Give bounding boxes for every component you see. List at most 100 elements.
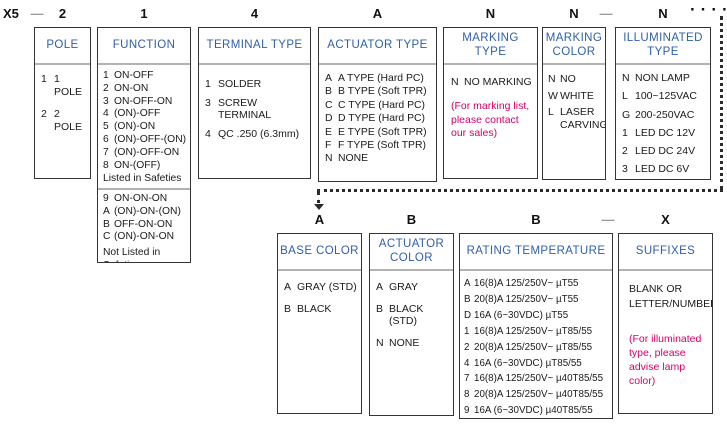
option-code: 8 — [103, 159, 109, 171]
option-label: E TYPE (Soft TPR) — [338, 126, 427, 138]
suffixes-content: BLANK OR LETTER/NUMBER (For illuminated … — [619, 271, 712, 413]
option-label: GRAY — [389, 281, 418, 293]
connector-dotted-vertical-right — [720, 16, 723, 190]
option-row: B BLACK — [284, 303, 359, 316]
option-label: B TYPE (Soft TPR) — [338, 86, 427, 98]
option-label: (ON)-ON-(ON) — [114, 205, 181, 217]
code-suffixes: X — [661, 212, 670, 227]
option-code: 1 — [103, 70, 109, 81]
option-label: (ON)-OFF — [114, 108, 161, 120]
option-row: D D TYPE (Hard PC) — [325, 112, 434, 125]
option-label: BLACK (STD) — [389, 302, 424, 328]
actuator-color-box: ACTUATOR COLOR A GRAY B BLACK (STD) N NO… — [369, 233, 454, 416]
down-arrow-icon — [314, 204, 324, 210]
option-code: D — [464, 309, 472, 321]
option-code: 2 — [41, 108, 47, 120]
function-box: FUNCTION 1 ON-OFF 2 ON-ON 3 — [97, 27, 191, 263]
option-label: D TYPE (Hard PC) — [338, 113, 425, 125]
option-row: L 100~125VAC — [622, 90, 708, 102]
code-actuator-type: A — [372, 6, 383, 21]
option-code: C — [325, 99, 333, 111]
actuator-type-options: A A TYPE (Hard PC) B B TYPE (Soft TPR) C… — [319, 65, 436, 181]
marking-type-title: MARKING TYPE — [444, 28, 537, 65]
option-code: 1 — [622, 126, 628, 139]
terminal-type-options: 1 SOLDER 3 SCREW TERMINAL 4 QC .250 (6.3… — [199, 65, 310, 178]
option-row: 7 16(8)A 125/250V~ µ40T85/55 — [464, 371, 611, 387]
option-code: L — [622, 90, 628, 103]
option-code: N — [451, 76, 459, 88]
option-row: B 20(8)A 125/250V~ µT55 — [464, 292, 611, 308]
not-listed-in-safeties-note: Not Listed in Safeties — [103, 247, 161, 262]
option-label: OFF-ON-ON — [114, 218, 173, 230]
option-label: A TYPE (Hard PC) — [338, 73, 424, 84]
option-row: A GRAY (STD) — [284, 281, 359, 294]
option-label: 16(8)A 125/250V~ µ40T85/55 — [474, 373, 604, 385]
option-code: N — [325, 153, 333, 165]
series-prefix: X5 — [3, 6, 19, 21]
option-label: 100~125VAC — [635, 90, 697, 103]
option-row: D 16A (6~30VDC) µT55 — [464, 308, 611, 324]
function-options-not-listed: 9 ON-ON-ON A (ON)-ON-(ON) B OFF-ON-ON — [103, 193, 188, 244]
code-dash-separator: — — [599, 6, 613, 21]
option-row: A (ON)-ON-(ON) — [103, 206, 188, 219]
function-options: 1 ON-OFF 2 ON-ON 3 ON-OFF-ON 4 — [98, 65, 190, 262]
code-function: 1 — [140, 6, 148, 21]
option-row: 3 ON-OFF-ON — [103, 96, 188, 109]
option-label: 16(8)A 125/250V~ µT55 — [474, 278, 579, 289]
marking-color-title: MARKING COLOR — [543, 28, 605, 65]
option-row: 1 LED DC 12V — [622, 127, 708, 139]
option-row: 8 ON-(OFF) — [103, 160, 188, 173]
option-row: N NONE — [325, 152, 434, 165]
option-code: B — [284, 302, 292, 315]
option-row: B BLACK (STD) — [376, 303, 451, 328]
option-row: C (ON)-ON-ON — [103, 231, 188, 244]
option-code: 9 — [464, 405, 470, 417]
code-dash-separator: — — [601, 212, 615, 227]
option-label: 20(8)A 125/250V~ µ40T85/55 — [474, 389, 604, 401]
option-row: B OFF-ON-ON — [103, 219, 188, 232]
option-row: 1 ON-OFF — [103, 70, 188, 83]
option-label: ON-OFF — [114, 70, 154, 81]
option-row: 4 16A (6~30VDC) µT85/55 — [464, 356, 611, 372]
option-label: 16A (6~30VDC) µT85/55 — [474, 357, 582, 369]
option-label: (ON)-OFF-(ON) — [114, 133, 187, 145]
option-code: L — [548, 106, 554, 118]
option-label: LED DC 12V — [635, 126, 696, 139]
option-label: ON-(OFF) — [114, 159, 161, 171]
function-divider — [98, 187, 190, 190]
pole-box: POLE 1 1 POLE 2 2 POLE — [34, 27, 91, 179]
option-row: N NON LAMP — [622, 72, 708, 84]
option-label: ON-OFF-ON — [114, 95, 173, 107]
option-code: 8 — [464, 389, 470, 401]
code-marking-type: N — [485, 6, 496, 21]
option-label: SCREW TERMINAL — [218, 97, 272, 121]
option-code: F — [325, 140, 332, 152]
option-row: F F TYPE (Soft TPR) — [325, 139, 434, 152]
option-label: (ON)-ON — [114, 121, 156, 133]
suffixes-box: SUFFIXES BLANK OR LETTER/NUMBER (For ill… — [618, 233, 713, 414]
code-terminal-type: 4 — [250, 6, 259, 21]
option-code: B — [103, 218, 110, 230]
marking-type-option-list: N NO MARKING — [451, 76, 534, 89]
option-row: 1 16(8)A 125/250V~ µT85/55 — [464, 324, 611, 340]
actuator-color-options: A GRAY B BLACK (STD) N NONE — [370, 271, 453, 415]
base-color-title: BASE COLOR — [278, 234, 361, 271]
code-rating: B — [531, 212, 541, 227]
code-dash-separator: — — [30, 6, 44, 21]
option-code: 1 — [205, 78, 211, 90]
option-label: 16A (6~30VDC) µ40T85/55 — [474, 405, 593, 417]
option-code: 1 — [41, 73, 47, 85]
option-row: 1 SOLDER — [205, 78, 308, 90]
option-row: A GRAY — [376, 281, 451, 294]
marking-type-options: N NO MARKING (For marking list, please c… — [444, 65, 537, 178]
option-label: ON-ON-ON — [114, 192, 168, 204]
option-row: 4 QC .250 (6.3mm) — [205, 128, 308, 140]
option-row: G 200-250VAC — [622, 109, 708, 121]
option-code: G — [622, 108, 631, 121]
option-code: 7 — [464, 373, 470, 385]
option-code: 2 — [103, 82, 109, 94]
option-row: N NO — [548, 73, 603, 86]
option-row: 2 2 POLE — [41, 108, 88, 134]
option-label: 16(8)A 125/250V~ µT85/55 — [474, 325, 593, 337]
code-marking-color: N — [569, 6, 579, 21]
